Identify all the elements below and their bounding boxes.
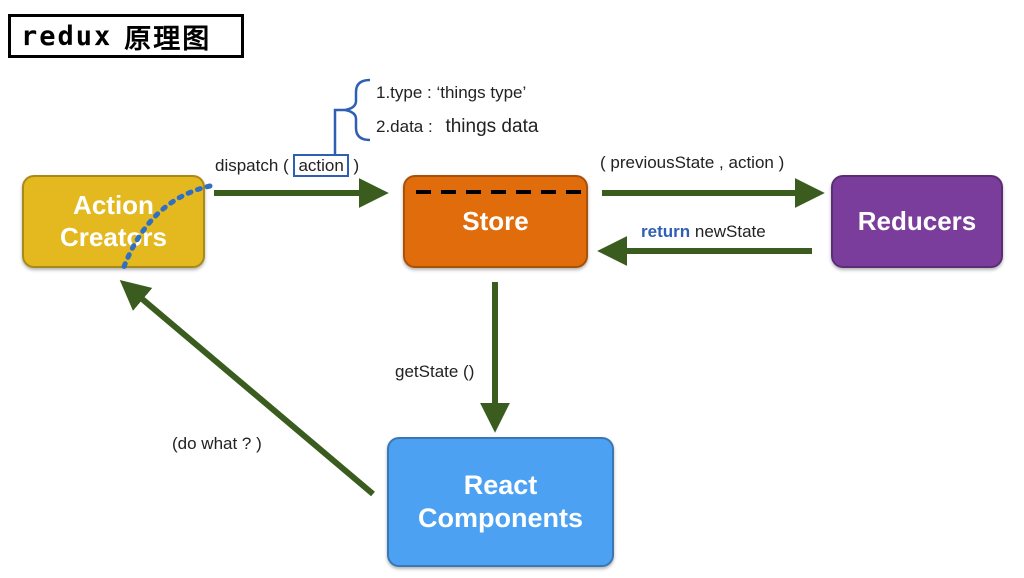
action-creators-line1: Action	[73, 189, 154, 220]
title-redux: redux	[21, 20, 113, 52]
action-fields-brace	[344, 78, 371, 142]
store-label: Store	[462, 205, 529, 236]
node-store: Store	[403, 175, 588, 268]
title-chinese: 原理图	[124, 23, 212, 55]
action-connector-line	[333, 108, 345, 155]
node-action-creators: Action Creators	[22, 175, 205, 268]
action-field-type: 1.type : ‘things type’	[376, 83, 527, 102]
action-field-data-value: things data	[445, 116, 539, 137]
node-react-components: React Components	[387, 437, 614, 567]
action-field-data: 2.data : things data	[376, 116, 538, 138]
do-what-label: (do what ? )	[172, 434, 262, 453]
return-keyword: return	[641, 222, 691, 241]
node-reducers: Reducers	[831, 175, 1003, 268]
dispatch-prefix: dispatch (	[215, 156, 289, 175]
action-highlight: action	[293, 154, 349, 177]
action-creators-line2: Creators	[60, 221, 167, 252]
get-state-label: getState ()	[395, 362, 475, 381]
diagram-title: redux 原理图	[8, 14, 244, 58]
from-reducers-label: return newState	[641, 222, 766, 242]
dispatch-suffix: )	[353, 156, 360, 175]
action-field-data-key: 2.data :	[376, 117, 433, 136]
dispatch-label: dispatch ( action )	[215, 154, 360, 177]
new-state-text: newState	[694, 222, 766, 241]
reducers-label: Reducers	[857, 205, 977, 236]
arrow-do-what	[119, 280, 375, 497]
to-reducers-label: ( previousState , action )	[600, 153, 785, 172]
react-components-line2: Components	[418, 503, 583, 533]
react-components-line1: React	[463, 470, 538, 501]
